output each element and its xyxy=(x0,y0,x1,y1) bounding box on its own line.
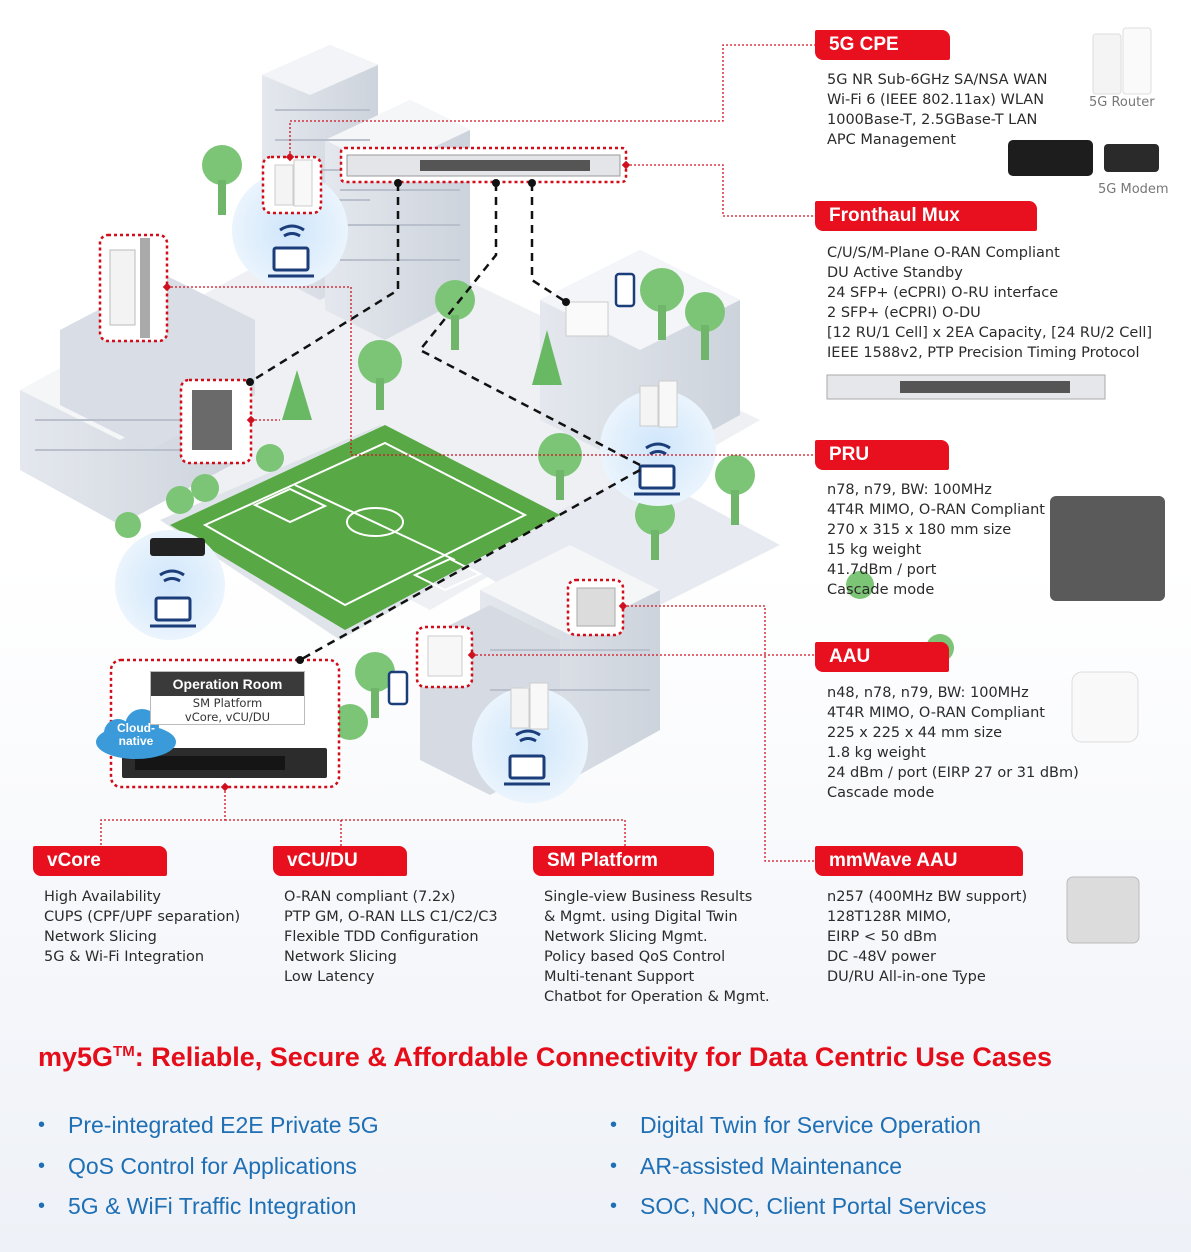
spec-line: Flexible TDD Configuration xyxy=(284,929,479,945)
spec-line: Cascade mode xyxy=(827,785,935,801)
feature-item: SOC, NOC, Client Portal Services xyxy=(610,1189,986,1230)
spec-line: C/U/S/M-Plane O-RAN Compliant xyxy=(827,245,1060,261)
soccer-field xyxy=(170,425,560,630)
feature-list-left: Pre-integrated E2E Private 5G QoS Contro… xyxy=(38,1108,379,1230)
feature-item: 5G & WiFi Traffic Integration xyxy=(38,1189,379,1230)
callout-pru-title: PRU xyxy=(815,440,949,470)
callout-sm-platform-title: SM Platform xyxy=(533,846,714,876)
callout-aau-specs: n48, n78, n79, BW: 100MHz 4T4R MIMO, O-R… xyxy=(827,683,1079,803)
caption-5g-router: 5G Router xyxy=(1089,95,1155,110)
operation-room-line-2: vCore, vCU/DU xyxy=(184,710,271,724)
spec-line: DC -48V power xyxy=(827,949,936,965)
spec-line: Policy based QoS Control xyxy=(544,949,726,965)
operation-room-panel: Operation Room SM Platform vCore, vCU/DU xyxy=(150,671,305,725)
callout-vcudu-specs: O-RAN compliant (7.2x) PTP GM, O-RAN LLS… xyxy=(284,887,498,987)
spec-line: CUPS (CPF/UPF separation) xyxy=(44,909,241,925)
spec-line: PTP GM, O-RAN LLS C1/C2/C3 xyxy=(284,909,498,925)
spec-line: 4T4R MIMO, O-RAN Compliant xyxy=(827,705,1045,721)
product-photos xyxy=(1008,27,1165,944)
spec-line: [12 RU/1 Cell] x 2EA Capacity, [24 RU/2 … xyxy=(827,325,1153,341)
spec-line: 225 x 225 x 44 mm size xyxy=(827,725,1002,741)
headline-brand: my5G xyxy=(38,1042,114,1072)
spec-line: 15 kg weight xyxy=(827,542,922,558)
spec-line: Wi-Fi 6 (IEEE 802.11ax) WLAN xyxy=(827,92,1045,108)
headline-trademark: TM xyxy=(113,1043,135,1060)
callout-vcore-title: vCore xyxy=(33,846,167,876)
spec-line: 2 SFP+ (eCPRI) O-DU xyxy=(827,305,981,321)
dashed-links xyxy=(249,183,641,662)
spec-line: n78, n79, BW: 100MHz xyxy=(827,482,992,498)
feature-item: AR-assisted Maintenance xyxy=(610,1149,986,1190)
spec-line: 4T4R MIMO, O-RAN Compliant xyxy=(827,502,1045,518)
spec-line: 5G NR Sub-6GHz SA/NSA WAN xyxy=(827,72,1048,88)
spec-line: Low Latency xyxy=(284,969,375,985)
spec-line: 1000Base-T, 2.5GBase-T LAN xyxy=(827,112,1038,128)
spec-line: 270 x 315 x 180 mm size xyxy=(827,522,1012,538)
cloud-native-label: Cloud- native xyxy=(104,722,168,748)
fronthaul-mux-photo xyxy=(826,374,1106,400)
spec-line: IEEE 1588v2, PTP Precision Timing Protoc… xyxy=(827,345,1140,361)
callout-aau-title: AAU xyxy=(815,642,949,672)
spec-line: EIRP < 50 dBm xyxy=(827,929,937,945)
callout-vcore-specs: High Availability CUPS (CPF/UPF separati… xyxy=(44,887,240,967)
link-nodes xyxy=(246,179,570,664)
spec-line: & Mgmt. using Digital Twin xyxy=(544,909,738,925)
spec-line: 128T128R MIMO, xyxy=(827,909,952,925)
cloud-label-line-2: native xyxy=(118,734,154,748)
spec-line: 41.7dBm / port xyxy=(827,562,937,578)
spec-line: APC Management xyxy=(827,132,956,148)
spec-line: 1.8 kg weight xyxy=(827,745,926,761)
callout-lines xyxy=(100,44,815,862)
spec-line: DU/RU All-in-one Type xyxy=(827,969,986,985)
callout-5g-cpe-specs: 5G NR Sub-6GHz SA/NSA WAN Wi-Fi 6 (IEEE … xyxy=(827,70,1047,150)
callout-sm-platform-specs: Single-view Business Results & Mgmt. usi… xyxy=(544,887,770,1007)
spec-line: 24 SFP+ (eCPRI) O-RU interface xyxy=(827,285,1059,301)
feature-item: Digital Twin for Service Operation xyxy=(610,1108,986,1149)
laptop-icons xyxy=(150,224,680,786)
spec-line: O-RAN compliant (7.2x) xyxy=(284,889,456,905)
operation-room-title: Operation Room xyxy=(151,672,304,696)
callout-mmwave-title: mmWave AAU xyxy=(815,846,1023,876)
spec-line: n48, n78, n79, BW: 100MHz xyxy=(827,685,1029,701)
phone-icons xyxy=(387,272,636,706)
spec-line: Multi-tenant Support xyxy=(544,969,695,985)
trees xyxy=(115,145,954,740)
spec-line: Network Slicing xyxy=(44,929,157,945)
spec-line: Cascade mode xyxy=(827,582,935,598)
spec-line: Network Slicing Mgmt. xyxy=(544,929,708,945)
spec-line: Single-view Business Results xyxy=(544,889,753,905)
feature-item: QoS Control for Applications xyxy=(38,1149,379,1190)
callout-dots xyxy=(162,152,631,792)
callout-vcudu-title: vCU/DU xyxy=(273,846,407,876)
spec-line: n257 (400MHz BW support) xyxy=(827,889,1028,905)
spec-line: Chatbot for Operation & Mgmt. xyxy=(544,989,770,1005)
headline: my5GTM: Reliable, Secure & Affordable Co… xyxy=(38,1042,1052,1073)
callout-5g-cpe-title: 5G CPE xyxy=(815,30,950,60)
callout-mmwave-specs: n257 (400MHz BW support) 128T128R MIMO, … xyxy=(827,887,1027,987)
operation-room-line-1: SM Platform xyxy=(192,696,263,710)
callout-fronthaul-title: Fronthaul Mux xyxy=(815,201,1037,231)
cloud-label-line-1: Cloud- xyxy=(117,721,155,735)
callout-pru-specs: n78, n79, BW: 100MHz 4T4R MIMO, O-RAN Co… xyxy=(827,480,1045,600)
spec-line: High Availability xyxy=(44,889,161,905)
device-shapes xyxy=(109,159,678,778)
caption-5g-modem: 5G Modem xyxy=(1098,182,1169,197)
spec-line: 24 dBm / port (EIRP 27 or 31 dBm) xyxy=(827,765,1079,781)
spec-line: Network Slicing xyxy=(284,949,397,965)
callout-fronthaul-specs: C/U/S/M-Plane O-RAN Compliant DU Active … xyxy=(827,243,1152,363)
fronthaul-mux-device xyxy=(339,146,628,184)
spec-line: 5G & Wi-Fi Integration xyxy=(44,949,205,965)
spec-line: DU Active Standby xyxy=(827,265,963,281)
headline-tagline: : Reliable, Secure & Affordable Connecti… xyxy=(134,1042,1052,1072)
feature-list-right: Digital Twin for Service Operation AR-as… xyxy=(610,1108,986,1230)
feature-item: Pre-integrated E2E Private 5G xyxy=(38,1108,379,1149)
